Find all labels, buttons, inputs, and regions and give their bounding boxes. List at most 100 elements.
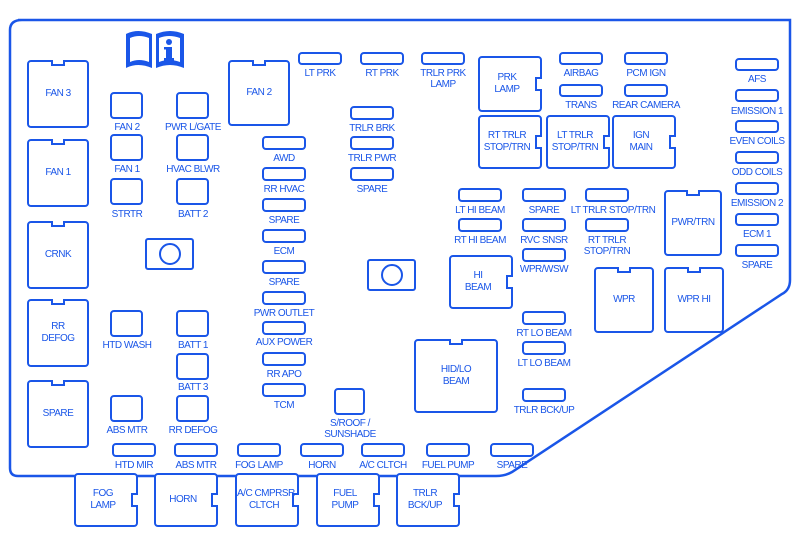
maxi-fuse-htd-wash[interactable] [110,310,143,337]
relay-rt-trlr-stop-trn[interactable]: RT TRLR STOP/TRN [478,115,542,169]
fuse-spare-bottom[interactable] [490,443,534,457]
fuse-rr-apo[interactable] [262,352,306,366]
fuse-label: RR HVAC [263,184,305,195]
relay-wpr-hi[interactable]: WPR HI [664,267,724,333]
fuse-pcm-ign[interactable] [624,52,668,65]
relay-label: WPR HI [677,294,711,305]
maxi-fuse-batt2[interactable] [176,178,209,205]
maxi-fuse-fan1[interactable] [110,134,143,161]
relay-fuel-pump[interactable]: FUEL PUMP [316,473,380,527]
fuse-fog-lamp[interactable] [237,443,281,457]
relay-pwr-trn[interactable]: PWR/TRN [664,190,722,256]
fuse-emission2[interactable] [735,182,779,195]
fuse-spare-center[interactable] [522,188,566,202]
maxi-fuse-rr-defog[interactable] [176,395,209,422]
fuse-label: TRANS [565,100,597,111]
maxi-fuse-label: ABS MTR [106,425,148,436]
maxi-fuse-hvac-blwr[interactable] [176,134,209,161]
fuse-rr-hvac[interactable] [262,167,306,181]
maxi-fuse-abs-mtr[interactable] [110,395,143,422]
maxi-fuse-batt3[interactable] [176,353,209,380]
relay-hi-beam[interactable]: HI BEAM [449,255,513,309]
fuse-spare-col1[interactable] [262,198,306,212]
maxi-fuse-fan2[interactable] [110,92,143,119]
fuse-label: AIRBAG [563,68,599,79]
fuse-ac-cltch[interactable] [361,443,405,457]
relay-horn[interactable]: HORN [154,473,218,527]
fuse-label: PWR OUTLET [253,308,315,319]
fuse-label: AFS [748,74,766,85]
relay-ac-cmprsr-cltch[interactable]: A/C CMPRSR CLTCH [235,473,299,527]
fuse-pwr-outlet[interactable] [262,291,306,305]
fuse-spare-mid-top[interactable] [350,167,394,181]
relay-hid-lo-beam[interactable]: HID/LO BEAM [414,339,498,413]
fuse-emission1[interactable] [735,89,779,102]
fuse-rt-hi-beam[interactable] [458,218,502,232]
fuse-aux-power[interactable] [262,321,306,335]
fuse-label: SPARE [528,205,560,216]
relay-label: IGN MAIN [629,130,654,153]
fuse-fuel-pump[interactable] [426,443,470,457]
fuse-rt-prk[interactable] [360,52,404,65]
fuse-ecm1[interactable] [735,213,779,226]
fuse-label: A/C CLTCH [359,460,407,471]
fuse-trlr-brk[interactable] [350,106,394,120]
fuse-rt-trlr-stop-trn[interactable] [585,218,629,232]
fuse-airbag[interactable] [559,52,603,65]
fuse-awd[interactable] [262,136,306,150]
fuse-rt-lo-beam[interactable] [522,311,566,325]
fuse-abs-mtr[interactable] [174,443,218,457]
relay-label: PWR/TRN [671,217,715,228]
fuse-rvc-snsr[interactable] [522,218,566,232]
fuse-trlr-prk-lamp[interactable] [421,52,465,65]
maxi-fuse-sroof-sunshade[interactable] [334,388,365,415]
relay-crnk[interactable]: CRNK [27,221,89,289]
fuse-label: SPARE [741,260,773,271]
fuse-lt-lo-beam[interactable] [522,341,566,355]
fuse-htd-mir[interactable] [112,443,156,457]
relay-label: FAN 2 [246,87,272,98]
relay-trlr-bck-up[interactable]: TRLR BCK/UP [396,473,460,527]
fuse-horn[interactable] [300,443,344,457]
relay-prk-lamp[interactable]: PRK LAMP [478,56,542,112]
relay-fan2[interactable]: FAN 2 [228,60,290,126]
fuse-label: ECM [273,246,295,257]
fuse-trlr-bck-up[interactable] [522,388,566,402]
relay-lt-trlr-stop-trn[interactable]: LT TRLR STOP/TRN [546,115,610,169]
fuse-lt-trlr-stop-trn[interactable] [585,188,629,202]
maxi-fuse-label: HTD WASH [102,340,152,351]
maxi-fuse-label: PWR L/GATE [165,122,221,133]
maxi-fuse-batt1[interactable] [176,310,209,337]
fuse-even-coils[interactable] [735,120,779,133]
fuse-spare-right[interactable] [735,244,779,257]
fuse-wpr-wsw[interactable] [522,248,566,262]
fuse-ecm[interactable] [262,229,306,243]
relay-rr-defog[interactable]: RR DEFOG [27,299,89,367]
fuse-trans[interactable] [559,84,603,97]
fuse-label: SPARE [268,215,300,226]
relay-fan1[interactable]: FAN 1 [27,139,89,207]
fuse-lt-prk[interactable] [298,52,342,65]
fuse-trlr-pwr[interactable] [350,136,394,150]
fuse-odd-coils[interactable] [735,151,779,164]
fuse-spare-col2[interactable] [262,260,306,274]
relay-label: FAN 1 [45,167,71,178]
relay-fan3[interactable]: FAN 3 [27,60,89,128]
fuse-label: EMISSION 2 [730,198,784,209]
fuse-label: PCM IGN [626,68,666,79]
relay-wpr[interactable]: WPR [594,267,654,333]
maxi-fuse-label: S/ROOF / SUNSHADE [324,418,376,440]
relay-fog-lamp[interactable]: FOG LAMP [74,473,138,527]
relay-spare-left[interactable]: SPARE [27,380,89,448]
relay-ign-main[interactable]: IGN MAIN [612,115,676,169]
maxi-fuse-pwr-lgate[interactable] [176,92,209,119]
fuse-afs[interactable] [735,58,779,71]
fuse-label: SPARE [496,460,528,471]
maxi-fuse-strtr[interactable] [110,178,143,205]
fuse-label: AUX POWER [255,337,313,348]
fuse-label: LT HI BEAM [455,205,505,216]
fuse-lt-hi-beam[interactable] [458,188,502,202]
fuse-tcm[interactable] [262,383,306,397]
fuse-rear-camera[interactable] [624,84,668,97]
